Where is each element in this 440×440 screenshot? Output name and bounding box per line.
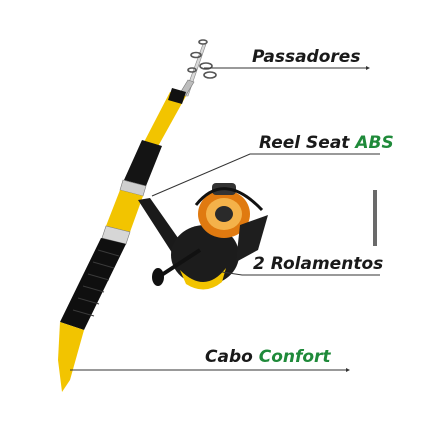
rod-rear-grip <box>60 238 126 330</box>
rod-black-band-1 <box>168 88 186 104</box>
reel-handle-arm <box>158 248 202 278</box>
callout-line-ends <box>346 66 370 372</box>
spinning-reel <box>138 183 268 290</box>
reel-spool-cap <box>215 206 233 222</box>
grip-texture <box>72 249 120 317</box>
rod-butt-yellow <box>58 322 84 392</box>
label-handle-text: Cabo <box>205 347 253 367</box>
marker-bar <box>373 190 377 246</box>
label-guides: Passadores <box>252 47 360 67</box>
label-reel-seat-text: Reel Seat <box>259 133 350 153</box>
reel-handle-knob <box>152 268 164 286</box>
rod-fore-grip <box>124 140 162 186</box>
rod-guides <box>187 39 217 79</box>
callout-line-bearings <box>221 271 380 276</box>
label-handle: Cabo Confort <box>205 347 331 367</box>
label-reel-seat: Reel Seat ABS <box>259 133 394 153</box>
label-reel-seat-highlight: ABS <box>355 133 394 153</box>
reel-body <box>171 225 239 285</box>
label-handle-highlight: Confort <box>258 347 331 367</box>
label-bearings-text: 2 Rolamentos <box>253 254 384 274</box>
label-bearings: 2 Rolamentos <box>253 254 383 274</box>
reel-bail <box>194 187 264 212</box>
callout-lines <box>70 67 380 371</box>
reel-body-accent <box>180 268 226 290</box>
callout-line-reel-seat <box>151 153 380 197</box>
rod-yellow-upper <box>142 92 186 150</box>
rod-reel-seat <box>106 190 143 232</box>
fishing-rod <box>58 39 217 392</box>
reel-side-plate <box>236 215 268 262</box>
label-guides-text: Passadores <box>252 47 361 67</box>
